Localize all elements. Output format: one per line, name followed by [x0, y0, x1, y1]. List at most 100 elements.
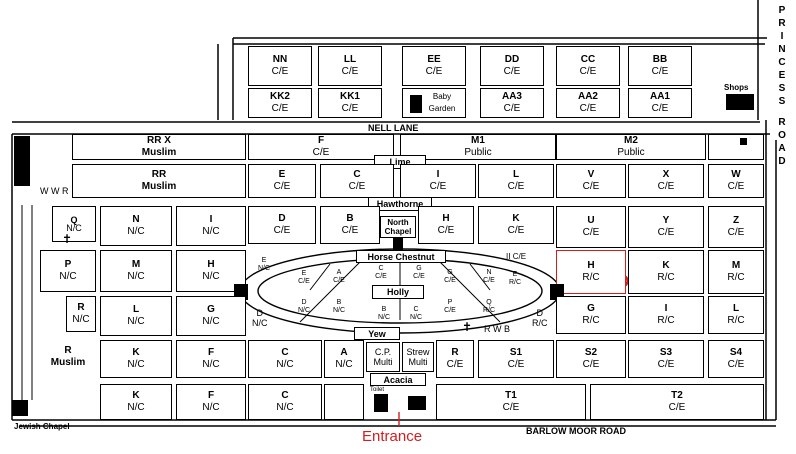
plot-g2[interactable]: G R/C [556, 296, 626, 334]
plot-h3[interactable]: H R/C [556, 250, 626, 294]
plot-k3[interactable]: K N/C [100, 340, 172, 378]
plot-ll[interactable]: LL C/E [318, 46, 382, 86]
plot-type: R/C [508, 279, 522, 286]
plot-e1[interactable]: E C/E [248, 164, 316, 198]
plot-d-nc-outer: D N/C [252, 308, 268, 328]
plot-rrx[interactable]: RR X Muslim [72, 134, 246, 160]
plot-h2[interactable]: H N/C [176, 250, 246, 292]
plot-i1[interactable]: I C/E [400, 164, 476, 198]
plot-m4[interactable]: M R/C [708, 250, 764, 294]
plot-type: C/E [341, 103, 359, 114]
inner-b-nc-2[interactable]: B N/C [372, 302, 396, 326]
plot-t2[interactable]: T2 C/E [590, 384, 764, 420]
plot-s4[interactable]: S4 C/E [708, 340, 764, 378]
shops-label: Shops [724, 83, 749, 92]
plot-nn[interactable]: NN C/E [248, 46, 312, 86]
plot-rr[interactable]: RR Muslim [72, 164, 246, 198]
plot-s3[interactable]: S3 C/E [628, 340, 704, 378]
plot-l3[interactable]: L R/C [708, 296, 764, 334]
inner-p-ce[interactable]: P C/E [436, 294, 464, 320]
plot-type: C/E [582, 181, 600, 192]
plot-v[interactable]: V C/E [556, 164, 626, 198]
plot-type: N/C [72, 314, 90, 325]
inner-e-ce[interactable]: E C/E [290, 264, 318, 292]
plot-c2[interactable]: C N/C [248, 340, 322, 378]
plot-f3[interactable]: F N/C [176, 384, 246, 420]
plot-q[interactable]: Q N/C [52, 206, 96, 242]
plot-cc[interactable]: CC C/E [556, 46, 620, 86]
plot-name: S4 [729, 347, 743, 358]
plot-a1[interactable]: A N/C [324, 340, 364, 378]
plot-kk1[interactable]: KK1 C/E [318, 88, 382, 118]
plot-type: N/C [127, 316, 145, 327]
plot-type: C/E [507, 225, 525, 236]
plot-corner[interactable] [708, 134, 764, 160]
horse-chestnut-path-label: Horse Chestnut [356, 250, 446, 263]
plot-m2[interactable]: M2 Public [556, 134, 706, 160]
plot-w[interactable]: W C/E [708, 164, 764, 198]
plot-aa1[interactable]: AA1 C/E [628, 88, 692, 118]
plot-z[interactable]: Z C/E [708, 206, 764, 248]
plot-s2[interactable]: S2 C/E [556, 340, 626, 378]
plot-strew[interactable]: Strew Multi [402, 342, 434, 372]
inner-a-ce[interactable]: A C/E [326, 264, 352, 290]
inner-g-ce-1[interactable]: G C/E [404, 260, 434, 286]
plot-f-top[interactable]: F C/E [248, 134, 394, 160]
plot-h1[interactable]: H C/E [418, 206, 474, 244]
plot-c1[interactable]: C C/E [320, 164, 394, 198]
plot-p[interactable]: P N/C [40, 250, 96, 292]
plot-r1[interactable]: R N/C [66, 296, 96, 332]
inner-d-nc[interactable]: D N/C [290, 294, 318, 320]
road-letter: O [778, 130, 786, 141]
plot-i2[interactable]: I N/C [176, 206, 246, 246]
inner-q-rc[interactable]: Q R/C [476, 294, 502, 320]
plot-ee[interactable]: EE C/E [402, 46, 466, 86]
plot-name: L [512, 169, 520, 180]
plot-k4[interactable]: K N/C [100, 384, 172, 420]
plot-aa2[interactable]: AA2 C/E [556, 88, 620, 118]
plot-i3[interactable]: I R/C [628, 296, 704, 334]
plot-n1[interactable]: N N/C [100, 206, 172, 246]
plot-r2[interactable]: R Muslim [40, 336, 96, 378]
plot-k1[interactable]: K C/E [478, 206, 554, 244]
plot-y[interactable]: Y C/E [628, 206, 704, 248]
plot-r3[interactable]: R C/E [436, 340, 474, 378]
plot-l2[interactable]: L N/C [100, 296, 172, 336]
inner-g-ce-2[interactable]: G C/E [436, 264, 464, 290]
plot-type: C/E [582, 227, 600, 238]
inner-c-nc[interactable]: C N/C [404, 302, 428, 326]
toilet-label: Toilet [370, 387, 385, 393]
plot-u[interactable]: U C/E [556, 206, 626, 248]
plot-bb[interactable]: BB C/E [628, 46, 692, 86]
plot-k2[interactable]: K R/C [628, 250, 704, 294]
acacia-path-label: Acacia [370, 373, 426, 386]
plot-cp[interactable]: C.P. Multi [366, 342, 400, 372]
plot-m1[interactable]: M1 Public [400, 134, 556, 160]
plot-l1[interactable]: L C/E [478, 164, 554, 198]
plot-d1[interactable]: D C/E [248, 206, 316, 244]
plot-name: K [132, 390, 140, 401]
plot-b1[interactable]: B C/E [320, 206, 380, 244]
plot-type: C/E [579, 66, 597, 77]
plot-bottom-blank[interactable] [324, 384, 364, 420]
plot-t1[interactable]: T1 C/E [436, 384, 586, 420]
cross-icon: ✝ [62, 232, 73, 246]
plot-aa3[interactable]: AA3 C/E [480, 88, 544, 118]
plot-dd[interactable]: DD C/E [480, 46, 544, 86]
inner-e-rc[interactable]: E R/C [502, 266, 528, 292]
plot-s1[interactable]: S1 C/E [478, 340, 554, 378]
inner-b-nc[interactable]: B N/C [326, 294, 352, 320]
plot-m3[interactable]: M N/C [100, 250, 172, 292]
inner-c-ce[interactable]: C C/E [366, 260, 396, 286]
plot-name: C [378, 265, 384, 272]
plot-x[interactable]: X C/E [628, 164, 704, 198]
plot-c3[interactable]: C N/C [248, 384, 322, 420]
jewish-chapel-label: Jewish Chapel [14, 422, 70, 431]
inner-e-nc[interactable]: E N/C [252, 252, 276, 278]
plot-name: S2 [584, 347, 598, 358]
plot-g1[interactable]: G N/C [176, 296, 246, 336]
plot-name: C [353, 169, 361, 180]
plot-kk2[interactable]: KK2 C/E [248, 88, 312, 118]
inner-n-nc[interactable]: N C/E [476, 264, 502, 290]
plot-f2[interactable]: F N/C [176, 340, 246, 378]
